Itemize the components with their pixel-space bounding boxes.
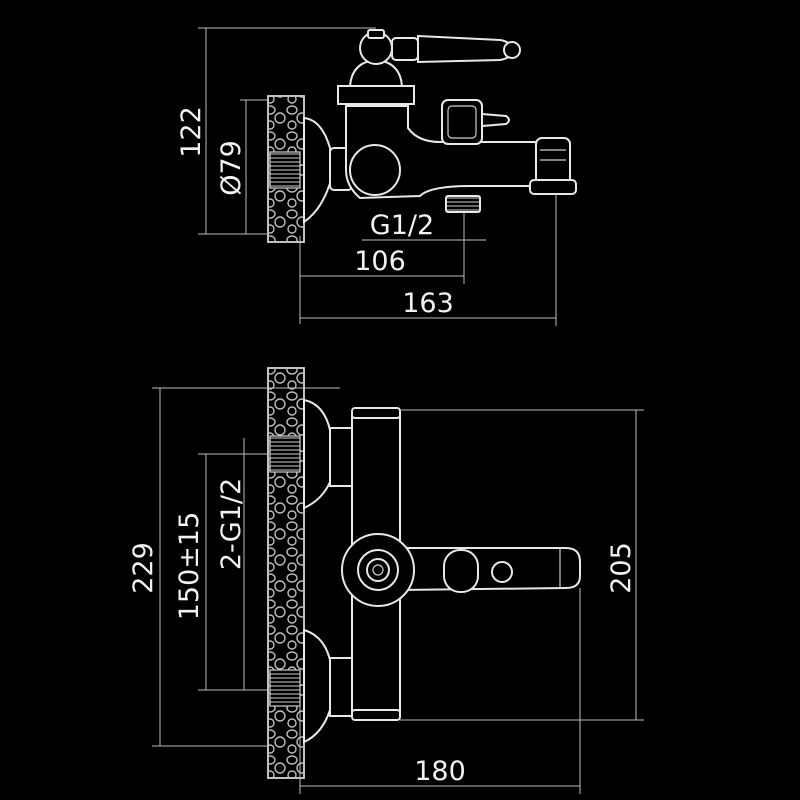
dim-total-width-180: 180	[414, 756, 466, 787]
dim-diameter-79: Ø79	[216, 140, 247, 196]
dim-body-height-205: 205	[606, 542, 637, 594]
escutcheon-side	[303, 116, 334, 224]
dim-center-distance-150: 150±15	[174, 512, 205, 621]
dim-total-height-229: 229	[128, 542, 159, 594]
shower-outlet-side	[445, 195, 481, 213]
escutcheon-lower-front	[303, 628, 331, 744]
spout-front	[399, 547, 581, 592]
side-view: 122 Ø79 G1/2 106 163	[176, 27, 577, 326]
escutcheon-upper-front	[303, 398, 331, 510]
diverter-knob-side	[441, 99, 510, 145]
dimension-lines-side	[198, 27, 557, 326]
handle-disk-front	[341, 533, 415, 607]
dim-spout-center-106: 106	[354, 246, 406, 277]
handle-cap-side	[367, 29, 385, 39]
lever-knob-front	[443, 549, 513, 593]
lever-handle-side	[391, 34, 521, 64]
handle-base-side	[337, 85, 415, 105]
body-hub-side	[349, 144, 401, 196]
dim-total-depth-163: 163	[402, 288, 454, 319]
dim-height-122: 122	[176, 106, 207, 158]
dim-connections-2g12: 2-G1/2	[216, 478, 247, 570]
spout-end-side	[529, 137, 577, 195]
dimension-lines-front	[152, 387, 644, 794]
wall-section-front	[267, 367, 305, 779]
dim-thread-g12: G1/2	[370, 210, 434, 241]
wall-section-side	[267, 95, 305, 243]
front-view: 229 150±15 2-G1/2 205 180	[128, 367, 644, 794]
